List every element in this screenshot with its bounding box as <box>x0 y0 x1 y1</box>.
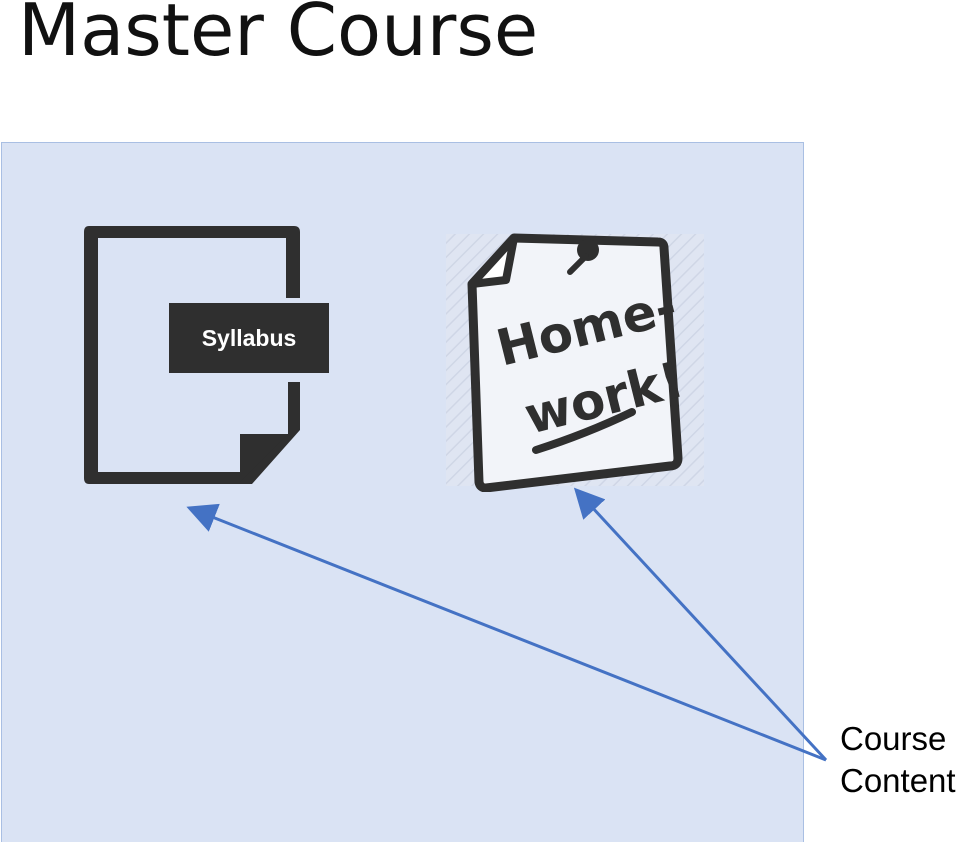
course-content-label: Course Content <box>840 718 956 802</box>
document-icon <box>84 226 300 484</box>
course-content-line2: Content <box>840 762 956 799</box>
pinned-note-icon: Home- work! <box>446 233 704 492</box>
syllabus-label: Syllabus <box>169 303 329 373</box>
arrow-to-homework <box>573 487 828 762</box>
slide-title: Master Course <box>18 0 539 72</box>
arrow-to-syllabus <box>186 503 827 762</box>
course-content-line1: Course <box>840 720 947 757</box>
